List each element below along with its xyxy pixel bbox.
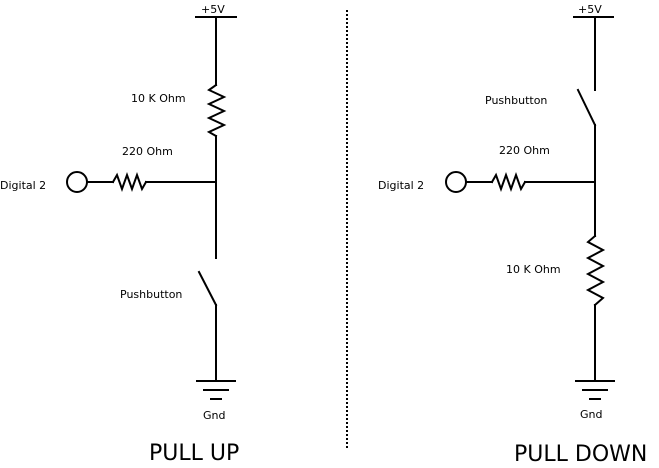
pull-down-ground-icon — [575, 380, 615, 400]
pull-up-ground-icon — [196, 380, 236, 400]
pull-down-supply-label: +5V — [578, 3, 602, 16]
pull-down-circuit: +5V Pushbutton Digital 2 220 Ohm 10 K Oh… — [378, 3, 647, 467]
pull-down-resistor-10k-label: 10 K Ohm — [506, 263, 561, 276]
pull-down-ground-label: Gnd — [580, 408, 602, 421]
pull-up-ground-label: Gnd — [203, 409, 225, 422]
pull-up-input-label: Digital 2 — [0, 179, 46, 192]
pull-up-resistor-220-label: 220 Ohm — [122, 145, 173, 158]
pull-down-input-terminal — [445, 171, 467, 193]
pull-down-switch-label: Pushbutton — [485, 94, 547, 107]
pull-down-title: PULL DOWN — [514, 442, 647, 467]
pull-up-switch-blade — [197, 270, 218, 307]
pull-down-resistor-10k — [585, 234, 606, 307]
pull-up-resistor-10k — [206, 83, 227, 138]
pull-up-resistor-220 — [111, 172, 148, 192]
pull-up-title: PULL UP — [149, 441, 239, 466]
pull-down-input-label: Digital 2 — [378, 179, 424, 192]
pull-up-resistor-10k-label: 10 K Ohm — [131, 92, 186, 105]
pull-down-resistor-220 — [490, 172, 527, 192]
pull-down-switch-blade — [576, 88, 597, 127]
pull-up-input-terminal — [66, 171, 88, 193]
pull-down-resistor-220-label: 220 Ohm — [499, 144, 550, 157]
pull-up-circuit: +5V 10 K Ohm Digital 2 220 Ohm Pushbutto… — [0, 3, 239, 466]
pull-up-switch-label: Pushbutton — [120, 288, 182, 301]
pull-up-supply-label: +5V — [201, 3, 225, 16]
